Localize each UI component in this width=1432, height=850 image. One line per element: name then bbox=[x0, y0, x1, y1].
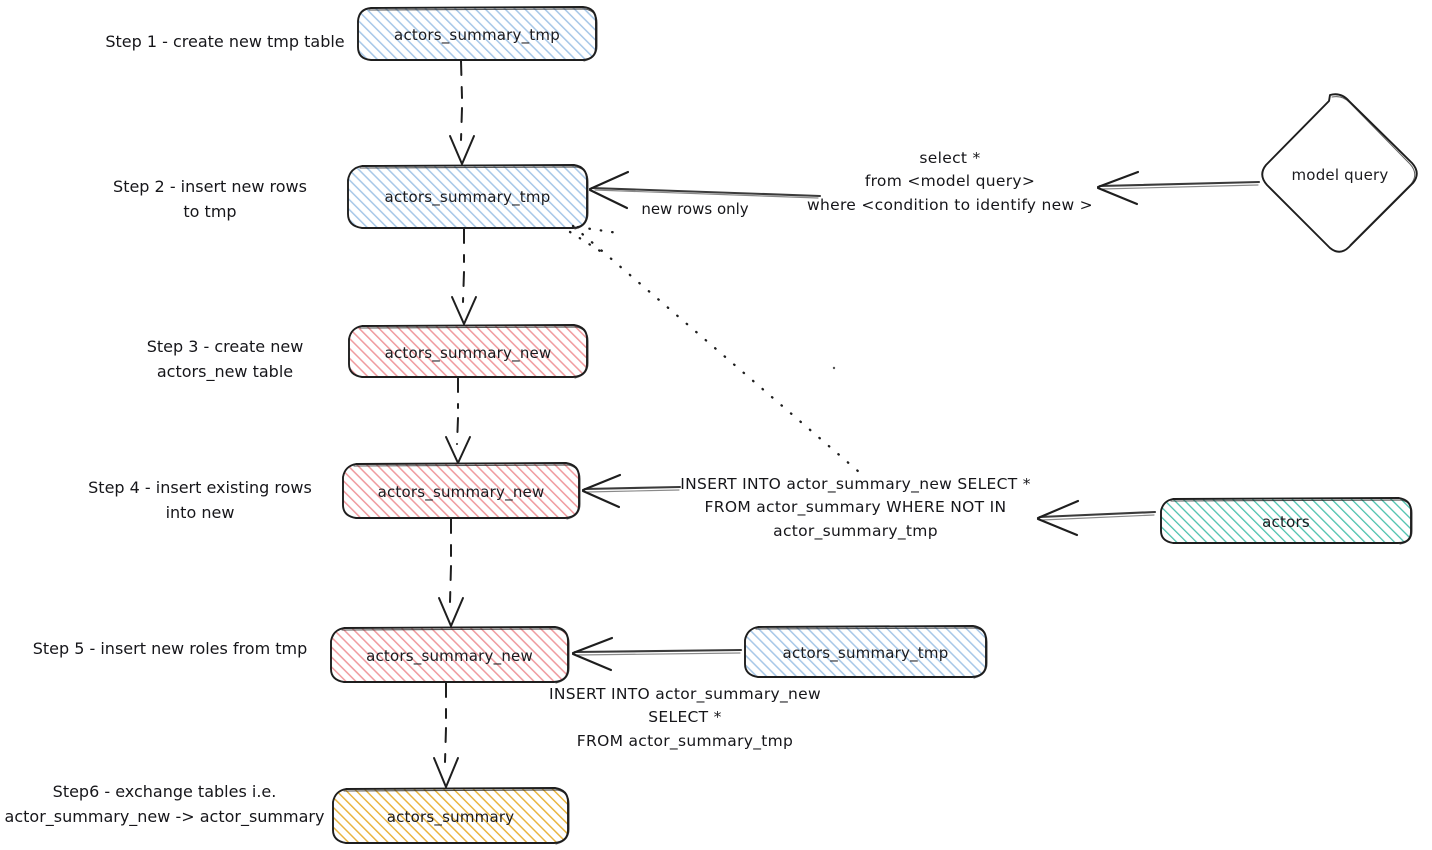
node-actors[interactable] bbox=[1160, 497, 1413, 545]
step-label-1: Step 1 - create new tmp table bbox=[105, 32, 345, 51]
edge-dotted-tmp2-diagonal bbox=[568, 224, 868, 480]
node-tmp1[interactable] bbox=[357, 6, 598, 62]
step-label-3: Step 3 - create new actors_new table bbox=[146, 337, 304, 381]
node-new4[interactable] bbox=[342, 462, 581, 520]
edge-label-insert-new-roles-sql: INSERT INTO actor_summary_new SELECT * F… bbox=[549, 685, 821, 750]
edge-label-insert-existing-sql: INSERT INTO actor_summary_new SELECT * F… bbox=[680, 475, 1031, 540]
edge-new4-to-new5 bbox=[438, 518, 464, 627]
node-tmp5right[interactable] bbox=[744, 625, 988, 679]
node-tmp2[interactable] bbox=[347, 164, 589, 230]
edge-new-rows-only bbox=[588, 170, 822, 210]
node-new5[interactable] bbox=[330, 626, 570, 684]
step-label-5: Step 5 - insert new roles from tmp bbox=[32, 639, 308, 658]
edge-sql-to-new4 bbox=[581, 473, 682, 509]
edge-tmp5right-to-new5 bbox=[571, 636, 743, 672]
node-new3[interactable] bbox=[348, 324, 589, 379]
node-modelquery[interactable] bbox=[1261, 93, 1418, 253]
step-label-4: Step 4 - insert existing rows into new bbox=[88, 478, 312, 522]
edge-tmp1-to-tmp2 bbox=[449, 60, 475, 165]
edge-label-new-rows-only: new rows only bbox=[641, 200, 749, 218]
edge-actors-to-sql bbox=[1036, 499, 1157, 537]
edge-label-model-query-sql: select * from <model query> where <condi… bbox=[807, 149, 1093, 214]
edge-new5-to-summary6 bbox=[433, 682, 459, 788]
edge-new3-to-new4 bbox=[445, 377, 471, 464]
edge-modelquery-to-sql bbox=[1096, 170, 1261, 206]
edge-tmp2-to-new3 bbox=[451, 228, 477, 325]
step-label-2: Step 2 - insert new rows to tmp bbox=[113, 177, 307, 221]
node-summary6[interactable] bbox=[332, 787, 570, 845]
step-label-6: Step6 - exchange tables i.e. actor_summa… bbox=[4, 782, 325, 826]
